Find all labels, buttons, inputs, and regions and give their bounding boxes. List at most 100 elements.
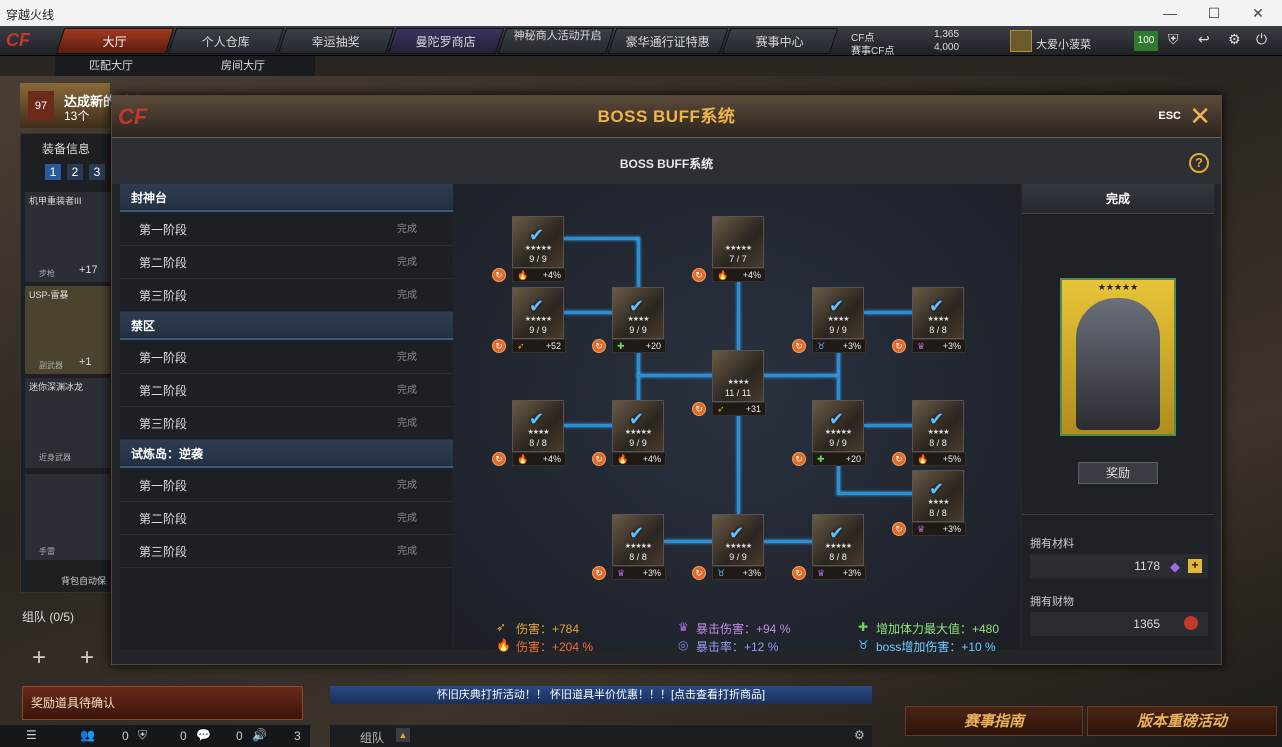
- back-icon[interactable]: ↩: [1198, 31, 1210, 47]
- stage-item[interactable]: 第三阶段完成: [120, 408, 453, 440]
- equip-tab-1[interactable]: 1: [45, 164, 61, 180]
- buff-node[interactable]: ✔★★★★9 / 9: [612, 287, 664, 339]
- stage-group[interactable]: 封神台: [120, 184, 453, 212]
- upgrade-icon[interactable]: ↻: [792, 339, 806, 353]
- weapon-slot-primary[interactable]: 机甲重装者III 步枪 +17: [25, 192, 111, 282]
- stage-item[interactable]: 第一阶段完成: [120, 470, 453, 502]
- stage-group[interactable]: 禁区: [120, 312, 453, 340]
- close-window-icon[interactable]: ✕: [1252, 5, 1264, 21]
- boss-icon: ♉: [858, 638, 869, 652]
- buff-node[interactable]: ✔★★★★★8 / 8: [612, 514, 664, 566]
- tab-mystery-merchant[interactable]: 神秘商人活动开启: [497, 28, 615, 54]
- clan-count: 0: [180, 729, 187, 743]
- weapon-slot-grenade[interactable]: 手雷: [25, 474, 111, 560]
- announcement-marquee[interactable]: 怀旧庆典打折活动！！ 怀旧道具半价优惠！！！[点击查看打折商品]: [330, 686, 872, 704]
- buff-node[interactable]: ✔★★★★8 / 8: [912, 470, 964, 522]
- weapon-slot-secondary[interactable]: USP-雷暴 副武器 +1: [25, 286, 111, 374]
- upgrade-icon[interactable]: ↻: [792, 566, 806, 580]
- upgrade-icon[interactable]: ↻: [892, 452, 906, 466]
- upgrade-icon[interactable]: ↻: [592, 452, 606, 466]
- chevron-up-icon[interactable]: ▲: [396, 728, 410, 742]
- minimize-icon[interactable]: —: [1163, 5, 1177, 21]
- shield-icon[interactable]: ⛨: [1168, 31, 1179, 47]
- status-bar: ☰ 👥 0 ⛨ 0 💬 0 🔊 3: [0, 724, 310, 747]
- chat-input[interactable]: [426, 727, 846, 745]
- upgrade-icon[interactable]: ↻: [492, 268, 506, 282]
- add-member-icon[interactable]: +: [32, 644, 47, 671]
- node-stars: ★★★★★: [824, 543, 852, 550]
- tab-pass-sale[interactable]: 豪华通行证特惠: [607, 28, 729, 54]
- reward-button[interactable]: 奖励: [1078, 462, 1158, 484]
- stage-group[interactable]: 试炼岛：逆袭: [120, 440, 453, 468]
- chat-icon[interactable]: 💬: [196, 728, 211, 742]
- buff-node[interactable]: ✔★★★★★9 / 9: [812, 400, 864, 452]
- help-icon[interactable]: ?: [1189, 153, 1209, 173]
- stage-item[interactable]: 第一阶段完成: [120, 342, 453, 374]
- buff-node[interactable]: ✔★★★★★9 / 9: [512, 216, 564, 268]
- buff-node[interactable]: ✔★★★★★9 / 9: [512, 287, 564, 339]
- subtab-match-lobby[interactable]: 匹配大厅: [89, 60, 133, 72]
- upgrade-icon[interactable]: ↻: [892, 522, 906, 536]
- match-guide-button[interactable]: 赛事指南: [905, 706, 1083, 736]
- tab-warehouse[interactable]: 个人仓库: [167, 28, 285, 54]
- stage-item[interactable]: 第三阶段完成: [120, 280, 453, 312]
- friends-icon[interactable]: 👥: [80, 728, 95, 742]
- buff-node[interactable]: ✔★★★★★9 / 9: [712, 514, 764, 566]
- reward-confirm-bar[interactable]: 奖励道具待确认: [22, 686, 303, 720]
- tab-lottery[interactable]: 幸运抽奖: [277, 28, 395, 54]
- subtab-room-lobby[interactable]: 房间大厅: [221, 60, 265, 72]
- stage-item[interactable]: 第二阶段完成: [120, 247, 453, 279]
- tab-match-center[interactable]: 赛事中心: [721, 28, 839, 54]
- stage-item[interactable]: 第二阶段完成: [120, 375, 453, 407]
- close-icon[interactable]: ✕: [1189, 101, 1211, 131]
- buff-badge: 🔥+4%: [612, 452, 666, 466]
- upgrade-icon[interactable]: ↻: [692, 566, 706, 580]
- buff-node[interactable]: ✔★★★★8 / 8: [912, 287, 964, 339]
- node-count: 8 / 8: [929, 438, 947, 448]
- version-event-button[interactable]: 版本重磅活动: [1087, 706, 1277, 736]
- shield-icon[interactable]: ⛨: [138, 728, 148, 742]
- upgrade-icon[interactable]: ↻: [792, 452, 806, 466]
- upgrade-icon[interactable]: ↻: [892, 339, 906, 353]
- upgrade-icon[interactable]: ↻: [492, 339, 506, 353]
- maximize-icon[interactable]: ☐: [1207, 5, 1221, 21]
- buff-node[interactable]: ★★★★★7 / 7: [712, 216, 764, 268]
- tab-label: 赛事中心: [755, 35, 804, 49]
- upgrade-icon[interactable]: ↻: [592, 339, 606, 353]
- tab-mandala-shop[interactable]: 曼陀罗商店: [387, 28, 505, 54]
- settings-icon[interactable]: ⚙: [854, 728, 865, 742]
- speaker-icon[interactable]: 🔊: [252, 728, 267, 742]
- list-icon[interactable]: ☰: [26, 728, 37, 742]
- chat-channel[interactable]: 组队: [360, 731, 385, 745]
- upgrade-icon[interactable]: ↻: [492, 452, 506, 466]
- tab-lobby[interactable]: 大厅: [55, 28, 175, 54]
- node-count: 9 / 9: [529, 325, 547, 335]
- buff-node[interactable]: ★★★★11 / 11: [712, 350, 764, 402]
- upgrade-icon[interactable]: ↻: [692, 402, 706, 416]
- user-name[interactable]: 大爱小菠菜: [1036, 39, 1091, 51]
- summary-crit-damage: 暴击伤害：+94 %: [696, 622, 791, 636]
- buff-node[interactable]: ✔★★★★9 / 9: [812, 287, 864, 339]
- add-materials-icon[interactable]: +: [1188, 559, 1202, 573]
- stage-item[interactable]: 第三阶段完成: [120, 536, 453, 568]
- equip-tab-2[interactable]: 2: [67, 164, 83, 180]
- weapon-slot-melee[interactable]: 迷你深渊冰龙 近身武器: [25, 378, 111, 468]
- upgrade-icon[interactable]: ↻: [592, 566, 606, 580]
- gear-icon[interactable]: ⚙: [1228, 31, 1241, 47]
- stage-item[interactable]: 第二阶段完成: [120, 503, 453, 535]
- upgrade-icon[interactable]: ↻: [692, 268, 706, 282]
- buff-node[interactable]: ✔★★★★8 / 8: [912, 400, 964, 452]
- buff-value: +4%: [742, 270, 761, 280]
- buff-value: +4%: [542, 270, 561, 280]
- event-banner[interactable]: 97 达成新的活动 13个: [20, 83, 142, 128]
- buff-node[interactable]: ✔★★★★★8 / 8: [812, 514, 864, 566]
- add-member-icon[interactable]: +: [80, 644, 95, 671]
- equip-tab-3[interactable]: 3: [89, 164, 105, 180]
- fire-icon: 🔥: [517, 270, 529, 280]
- stage-item[interactable]: 第一阶段完成: [120, 214, 453, 246]
- materials-label: 拥有材料: [1030, 538, 1074, 550]
- buff-node[interactable]: ✔★★★★8 / 8: [512, 400, 564, 452]
- buff-node[interactable]: ✔★★★★★9 / 9: [612, 400, 664, 452]
- power-icon[interactable]: ⏻: [1256, 31, 1268, 47]
- boss-card[interactable]: ★★★★★: [1060, 278, 1176, 436]
